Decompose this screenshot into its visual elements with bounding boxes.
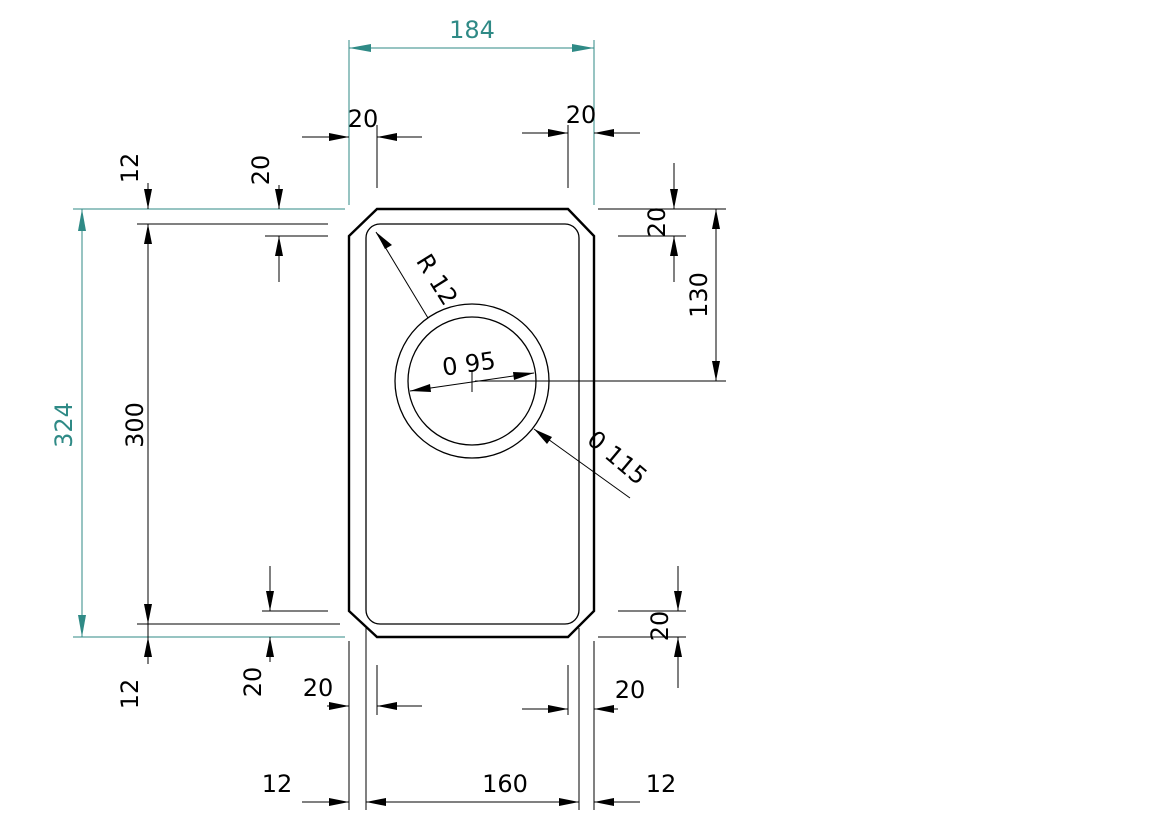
- dimension-rim-top: 12: [116, 153, 152, 209]
- svg-text:12: 12: [646, 770, 677, 798]
- svg-text:130: 130: [685, 272, 713, 318]
- dimension-overall-width: 184: [348, 16, 595, 205]
- svg-text:20: 20: [615, 676, 646, 704]
- sink-inner-basin: [365, 223, 580, 625]
- dimension-chamfer-bottom-left: 20: [303, 674, 422, 710]
- dimension-rim-right: 12: [594, 770, 676, 806]
- label-overall-width: 184: [449, 16, 495, 44]
- svg-text:20: 20: [646, 611, 674, 642]
- callout-corner-radius: R 12: [375, 231, 463, 319]
- dimension-rim-left: 12: [262, 770, 349, 806]
- dimension-chamfer-right-bottom: 20: [598, 566, 686, 688]
- dimension-drain-offset: 130: [475, 209, 726, 382]
- dimension-inner-width: 160: [366, 770, 579, 806]
- dimension-chamfer-left-top: 20: [247, 155, 328, 282]
- svg-text:12: 12: [262, 770, 293, 798]
- svg-text:300: 300: [121, 402, 149, 448]
- svg-text:20: 20: [566, 101, 597, 129]
- svg-text:20: 20: [643, 207, 671, 238]
- svg-text:20: 20: [348, 105, 379, 133]
- dimension-chamfer-left-bottom: 20: [239, 566, 328, 697]
- sink-outer-outline: [347, 207, 596, 639]
- dimension-inner-height: 300: [121, 223, 340, 625]
- dimension-chamfer-top-left: 20: [302, 105, 422, 188]
- svg-text:0 115: 0 115: [582, 425, 653, 491]
- svg-text:20: 20: [303, 674, 334, 702]
- dimension-chamfer-top-right: 20: [522, 101, 640, 188]
- dimension-chamfer-bottom-right: 20: [522, 676, 645, 713]
- svg-text:12: 12: [116, 153, 144, 184]
- svg-text:324: 324: [50, 402, 78, 448]
- svg-text:0 95: 0 95: [440, 346, 497, 381]
- dimension-rim-bottom: 12: [116, 624, 152, 709]
- svg-text:12: 12: [116, 679, 144, 710]
- dimension-chamfer-right-top: 20: [598, 163, 726, 282]
- dimension-overall-height: 324: [50, 208, 345, 638]
- svg-text:160: 160: [482, 770, 528, 798]
- svg-text:20: 20: [239, 667, 267, 698]
- svg-text:20: 20: [247, 155, 275, 186]
